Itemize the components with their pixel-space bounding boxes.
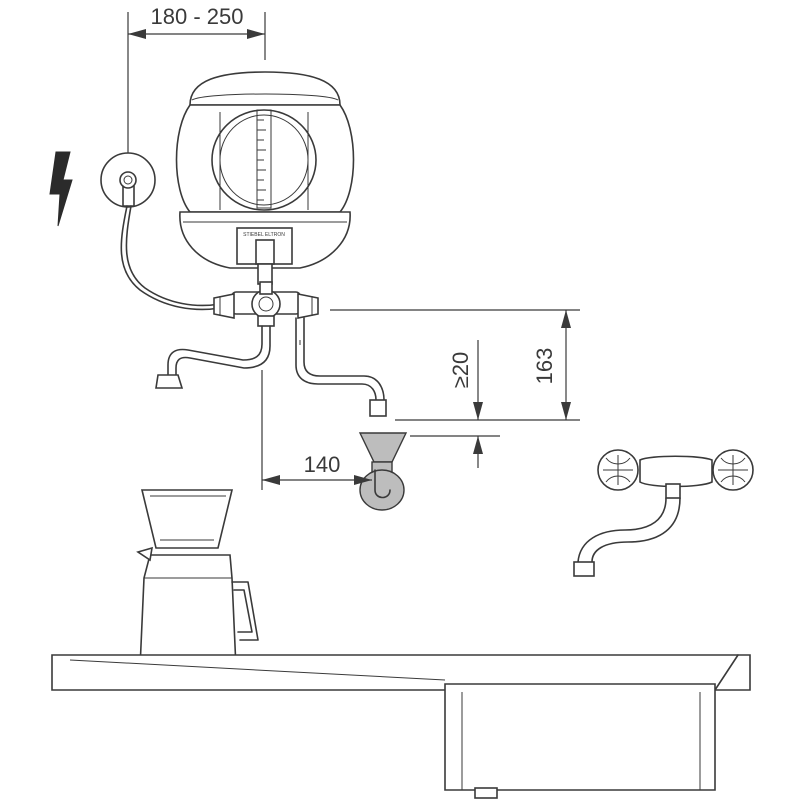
countertop-with-sink	[51, 654, 751, 799]
water-jet	[358, 432, 408, 511]
coffee-pot	[136, 489, 259, 669]
brand-plate: STIEBEL ELTRON	[243, 232, 285, 238]
mixing-valve	[213, 281, 319, 327]
wall-socket	[100, 152, 156, 208]
water-heater: STIEBEL ELTRON	[175, 71, 355, 285]
electrical-hazard-icon	[49, 151, 73, 227]
dimension-clearance: ≥20	[410, 340, 500, 468]
dimension-spout-offset: 140	[261, 370, 372, 490]
dimension-label-outlet-height: 163	[532, 348, 557, 385]
left-swivel-pipe	[167, 325, 263, 381]
right-outlet-pipe	[295, 317, 377, 415]
dimension-label-wall-distance: 180 - 250	[151, 4, 244, 29]
dimension-outlet-height: 163	[330, 309, 580, 421]
power-cable	[120, 205, 221, 311]
dimension-wall-distance: 180 - 250	[127, 4, 266, 160]
wall-faucet	[573, 449, 754, 577]
dimension-label-clearance: ≥20	[448, 352, 473, 389]
dimension-label-spout-offset: 140	[304, 452, 341, 477]
